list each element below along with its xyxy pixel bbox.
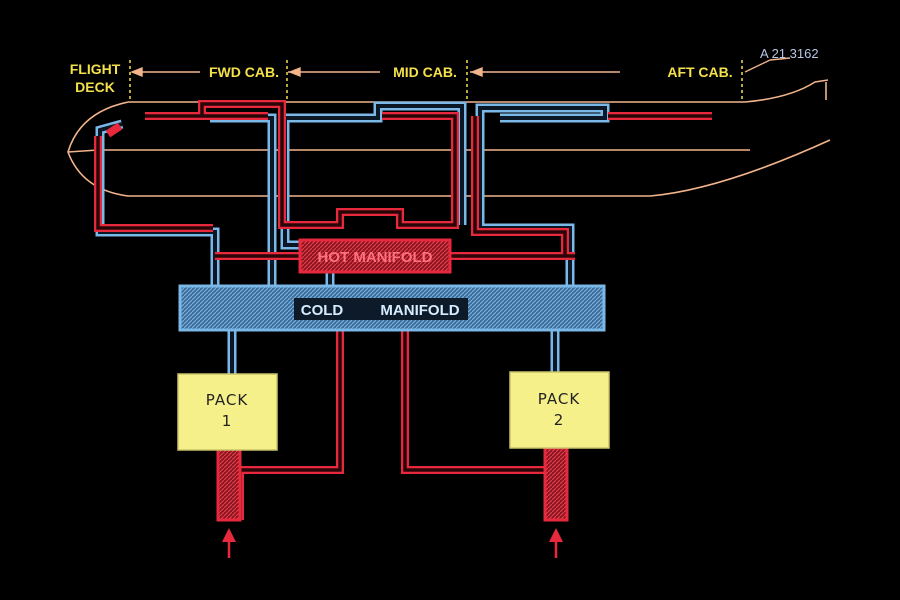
zone-dimension-lines xyxy=(130,57,791,78)
pack-2-label: PACK xyxy=(538,390,581,408)
fuselage-outline xyxy=(67,79,831,197)
mid-cabin-label: MID CAB. xyxy=(393,64,457,80)
zone-separators xyxy=(129,60,743,102)
pack-2-number: 2 xyxy=(554,411,565,429)
inlet-arrow-pack-1 xyxy=(222,528,236,558)
pack-2: PACK 2 xyxy=(509,371,610,449)
hot-manifold: HOT MANIFOLD xyxy=(298,238,452,274)
hot-manifold-label: HOT MANIFOLD xyxy=(318,249,433,266)
fwd-cabin-label: FWD CAB. xyxy=(209,64,279,80)
pack-1-label: PACK xyxy=(206,391,249,409)
reference-code: A 21 3162 xyxy=(760,46,819,61)
cold-manifold: COLD MANIFOLD xyxy=(178,284,606,332)
hot-air-supply-ducts xyxy=(216,446,569,522)
flight-deck-label-line2: DECK xyxy=(75,79,115,95)
aft-cabin-label: AFT CAB. xyxy=(667,64,732,80)
pack-1: PACK 1 xyxy=(177,373,278,451)
cold-manifold-label-word1: COLD xyxy=(301,302,344,319)
pack-1-number: 1 xyxy=(222,412,233,430)
cold-manifold-label-word2: MANIFOLD xyxy=(380,302,459,319)
flight-deck-label-line1: FLIGHT xyxy=(70,61,121,77)
inlet-arrow-pack-2 xyxy=(549,528,563,558)
